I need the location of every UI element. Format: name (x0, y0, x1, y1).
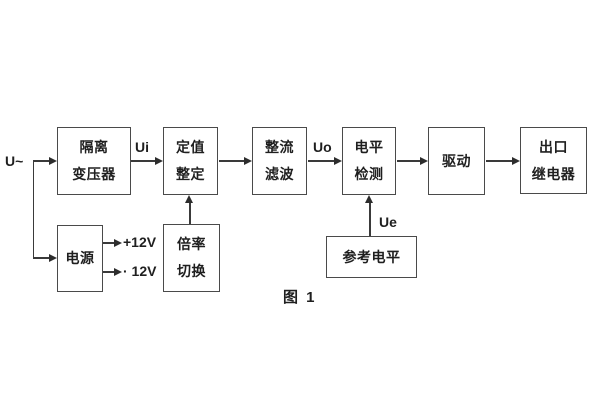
block-label: 参考电平 (342, 248, 401, 265)
connector-uo (308, 160, 335, 162)
arrowhead-ratio-to-setting (184, 195, 193, 203)
arrowhead-setting-to-rectifier (244, 156, 252, 165)
connector-reference-to-detect (369, 203, 371, 236)
block-reference-level: 参考电平 (326, 236, 417, 278)
arrowhead-ui (155, 156, 163, 165)
block-label: 隔离 (79, 139, 109, 155)
block-setting-adjust: 定值 整定 (163, 127, 218, 195)
arrowhead-uo (334, 156, 342, 165)
connector-ratio-to-setting (189, 203, 191, 224)
connector-input-to-power (33, 257, 50, 259)
label-uo: Uo (313, 139, 332, 155)
arrowhead-detect-to-drive (420, 156, 428, 165)
connector-detect-to-drive (397, 160, 421, 162)
label-ue: Ue (379, 214, 397, 230)
block-ratio-switch: 倍率 切换 (163, 224, 220, 292)
connector-power-minus12 (103, 271, 115, 273)
label-minus12v: · 12V (123, 263, 157, 279)
label-ui: Ui (135, 139, 149, 155)
arrowhead-power-plus12 (114, 238, 122, 247)
arrowhead-reference-to-detect (364, 195, 373, 203)
block-drive: 驱动 (428, 127, 485, 195)
connector-ui (131, 160, 156, 162)
block-power-supply: 电源 (57, 225, 103, 292)
block-label: 电平 (354, 139, 384, 155)
block-label: 驱动 (442, 152, 471, 169)
figure-caption: 图 1 (283, 289, 317, 306)
connector-power-plus12 (103, 242, 115, 244)
block-rectifier-filter: 整流 滤波 (252, 127, 307, 195)
block-level-detect: 电平 检测 (342, 127, 396, 195)
connector-input-to-transformer (33, 160, 50, 162)
block-output-relay: 出口 继电器 (520, 127, 587, 194)
block-label: 出口 (539, 138, 568, 155)
block-label: 变压器 (72, 166, 116, 182)
connector-setting-to-rectifier (219, 160, 245, 162)
block-label: 定值 (176, 139, 205, 155)
arrowhead-drive-to-relay (512, 156, 520, 165)
block-label: 检测 (354, 166, 384, 182)
block-label: 切换 (177, 263, 206, 279)
block-label: 滤波 (265, 166, 294, 182)
arrowhead-input-to-transformer (49, 156, 57, 165)
connector-drive-to-relay (486, 160, 513, 162)
block-label: 整流 (265, 139, 294, 155)
arrowhead-input-to-power (49, 253, 57, 262)
block-label: 电源 (65, 250, 95, 266)
label-input-voltage: U~ (5, 153, 24, 169)
connector-input-trunk (32, 161, 35, 258)
block-label: 继电器 (531, 165, 576, 182)
arrowhead-power-minus12 (114, 267, 122, 276)
block-label: 整定 (176, 166, 205, 182)
block-isolation-transformer: 隔离 变压器 (57, 127, 131, 195)
label-plus12v: +12V (123, 234, 157, 250)
block-label: 倍率 (177, 236, 206, 252)
